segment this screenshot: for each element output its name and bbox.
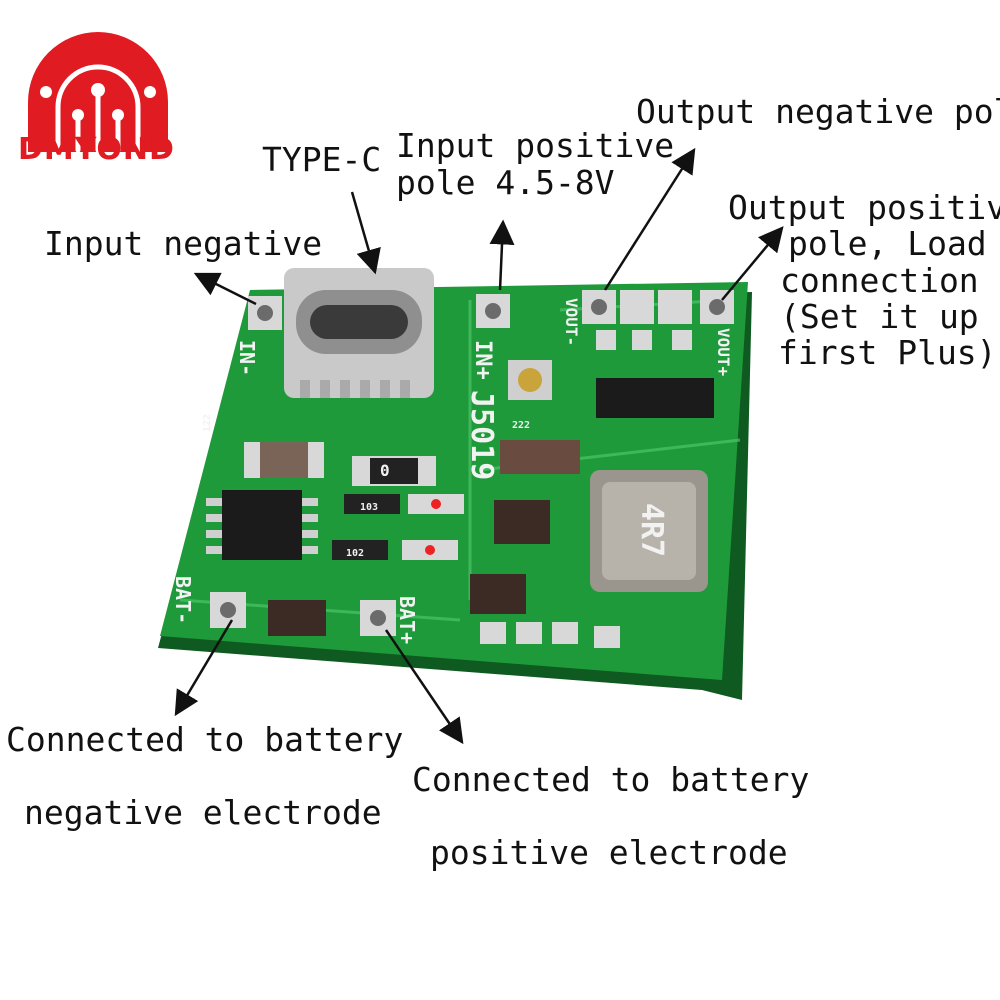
silk-r122: 122 [202,414,213,432]
charger-ic [206,490,318,560]
silk-r0: 0 [380,461,390,480]
silk-r222: 222 [512,420,530,431]
inductor: 4R7 [590,470,708,592]
brand-logo [28,32,168,153]
label-input-negative: Input negative [44,224,323,263]
label-input-positive: Input positive pole 4.5-8V [396,126,675,202]
label-output-positive: Output positive pole, Load connection (S… [728,188,1000,373]
silk-in-minus: IN- [235,340,259,376]
silk-r103: 103 [360,502,378,513]
label-output-negative: Output negative pole [636,92,1000,131]
silk-bat-minus: BAT- [171,576,195,624]
silk-bat-plus: BAT+ [395,596,419,644]
label-type-c: TYPE-C [262,140,382,179]
silk-model: J5019 [464,390,499,480]
silk-vout-minus: VOUT- [562,298,581,346]
brand-name: DMYOND [18,132,175,167]
usb-type-c-connector [284,268,434,398]
silk-in-plus: IN+ [470,340,495,380]
silk-r103b: 102 [346,548,364,559]
svg-text:4R7: 4R7 [634,503,669,557]
label-battery-negative: Connected to battery negative electrode [6,720,404,832]
label-battery-positive: Connected to battery positive electrode [412,760,810,872]
silk-vout-plus: VOUT+ [714,328,733,377]
smd-components [244,330,714,636]
